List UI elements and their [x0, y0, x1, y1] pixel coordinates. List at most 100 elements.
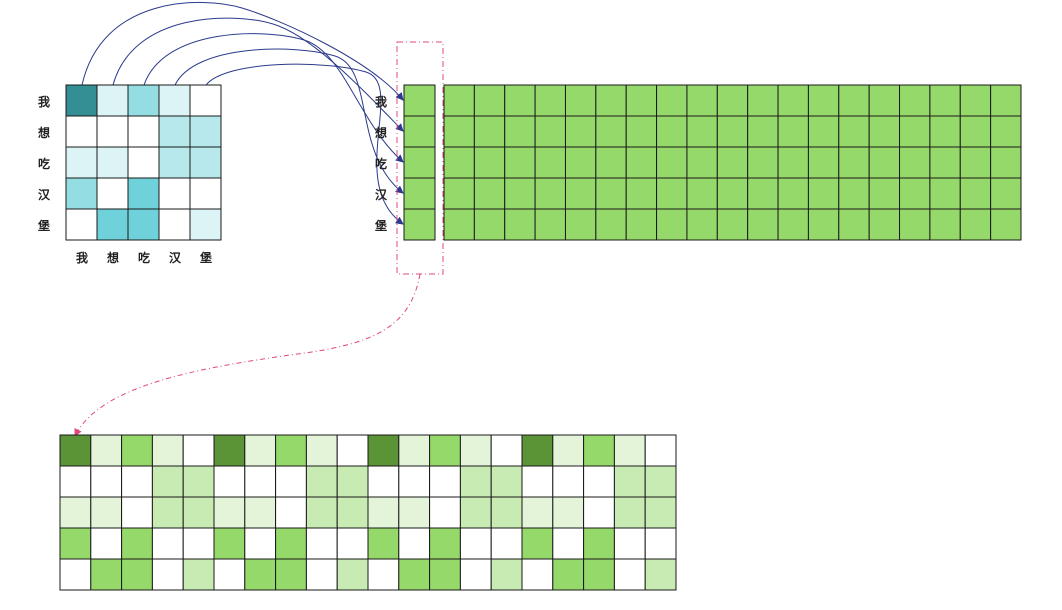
output-cell: [429, 558, 461, 591]
embedding-cell: [777, 84, 809, 117]
embedding-cell: [838, 146, 870, 179]
attention-row-label: 堡: [38, 218, 50, 233]
attention-col-label: 堡: [200, 250, 212, 265]
output-cell: [336, 496, 369, 529]
attention-col-label: 汉: [169, 250, 182, 265]
embedding-cell: [929, 84, 961, 117]
embedding-cell: [564, 115, 597, 148]
output-cell: [521, 558, 554, 591]
output-cell: [182, 434, 215, 467]
output-cell: [59, 496, 92, 529]
embedding-row-label: 汉: [375, 187, 388, 202]
output-cell: [121, 527, 153, 560]
output-cell: [367, 558, 400, 591]
output-cell: [121, 558, 153, 591]
embedding-cell: [686, 208, 718, 241]
embedding-cell: [534, 146, 566, 179]
attention-cell: [127, 84, 160, 117]
output-cell: [305, 496, 338, 529]
output-cell: [521, 527, 554, 560]
output-cell: [151, 465, 184, 498]
output-cell: [398, 496, 431, 529]
output-cell: [429, 496, 461, 529]
embedding-cell: [899, 208, 931, 241]
output-cell: [182, 496, 215, 529]
embedding-cell: [473, 208, 506, 241]
output-cell: [552, 465, 585, 498]
output-cell: [213, 496, 246, 529]
embedding-cell: [473, 84, 506, 117]
output-cell: [275, 558, 307, 591]
attention-col-label: 吃: [138, 250, 150, 265]
attention-cell: [96, 115, 129, 148]
output-cell: [398, 465, 431, 498]
attention-cell: [158, 177, 191, 210]
attention-row-labels: 我 想 吃 汉 堡: [37, 94, 51, 233]
embedding-cell: [959, 84, 992, 117]
output-matrix: [59, 434, 677, 591]
output-cell: [244, 434, 277, 467]
attention-row-label: 我: [38, 94, 50, 109]
embedding-cell: [686, 177, 718, 210]
output-cell: [613, 465, 646, 498]
embedding-cell: [473, 146, 506, 179]
embedding-column-cell: [403, 115, 436, 148]
output-cell: [59, 527, 92, 560]
output-cell: [490, 527, 523, 560]
output-cell: [552, 527, 585, 560]
output-cell: [367, 434, 400, 467]
output-cell: [367, 527, 400, 560]
output-cell: [213, 434, 246, 467]
attention-col-label: 我: [76, 250, 88, 265]
embedding-cell: [625, 115, 658, 148]
query-arrow: [112, 17, 404, 132]
embedding-cell: [625, 177, 658, 210]
attention-cell: [158, 84, 191, 117]
embedding-cell: [929, 177, 961, 210]
embedding-cell: [990, 208, 1022, 241]
output-cell: [644, 465, 677, 498]
attention-column-labels: 我 想 吃 汉 堡: [76, 250, 212, 265]
embedding-cell: [504, 84, 536, 117]
output-cell: [459, 434, 492, 467]
embedding-cell: [656, 84, 688, 117]
output-cell: [552, 496, 585, 529]
embedding-matrix: [443, 84, 1022, 241]
embedding-cell: [777, 146, 809, 179]
embedding-cell: [990, 146, 1022, 179]
output-cell: [613, 527, 646, 560]
output-cell: [275, 496, 307, 529]
output-cell: [151, 527, 184, 560]
embedding-cell: [807, 115, 840, 148]
attention-cell: [158, 115, 191, 148]
output-cell: [429, 527, 461, 560]
embedding-row-label: 想: [374, 125, 387, 140]
output-cell: [151, 434, 184, 467]
output-cell: [367, 465, 400, 498]
embedding-cell: [716, 177, 749, 210]
embedding-cell: [838, 177, 870, 210]
output-cell: [305, 558, 338, 591]
output-cell: [429, 434, 461, 467]
embedding-cell: [777, 208, 809, 241]
attention-cell: [189, 177, 222, 210]
embedding-cell: [959, 208, 992, 241]
embedding-row-label: 我: [375, 94, 387, 109]
output-cell: [336, 465, 369, 498]
attention-cell: [158, 208, 191, 241]
output-cell: [490, 496, 523, 529]
attention-cell: [127, 146, 160, 179]
embedding-cell: [868, 115, 901, 148]
embedding-row-label: 吃: [375, 156, 387, 171]
embedding-cell: [656, 115, 688, 148]
output-cell: [490, 558, 523, 591]
embedding-cell: [807, 208, 840, 241]
output-cell: [583, 527, 615, 560]
output-cell: [644, 434, 677, 467]
attention-cell: [96, 208, 129, 241]
output-cell: [336, 527, 369, 560]
embedding-cell: [990, 177, 1022, 210]
projection-dashed-arrow: [74, 273, 421, 437]
output-cell: [644, 527, 677, 560]
